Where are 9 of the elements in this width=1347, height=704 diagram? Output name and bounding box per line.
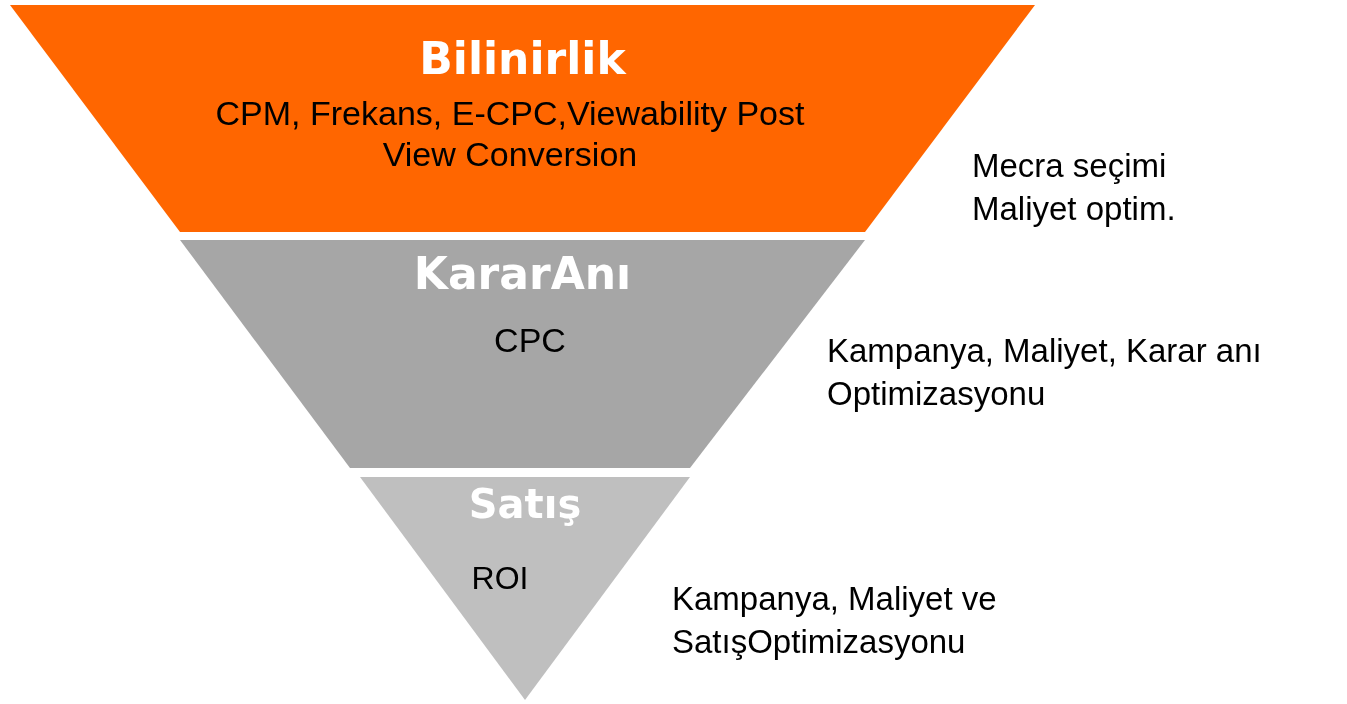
tier-title: KararAnı — [412, 248, 633, 299]
tier-metrics: ROI — [470, 559, 530, 598]
tier-note: Mecra seçimi Maliyet optim. — [972, 146, 1177, 229]
tier-title: Bilinirlik — [418, 33, 628, 84]
tier-note: Kampanya, Maliyet, Karar anı Optimizasyonu — [827, 331, 1263, 414]
tier-note: Kampanya, Maliyet ve SatışOptimizasyonu — [672, 579, 998, 662]
tier-metrics: CPM, Frekans, E-CPC,Viewability Post View Conversion — [214, 93, 806, 175]
tier-metrics: CPC — [493, 320, 567, 361]
tier-title: Satış — [467, 481, 583, 527]
